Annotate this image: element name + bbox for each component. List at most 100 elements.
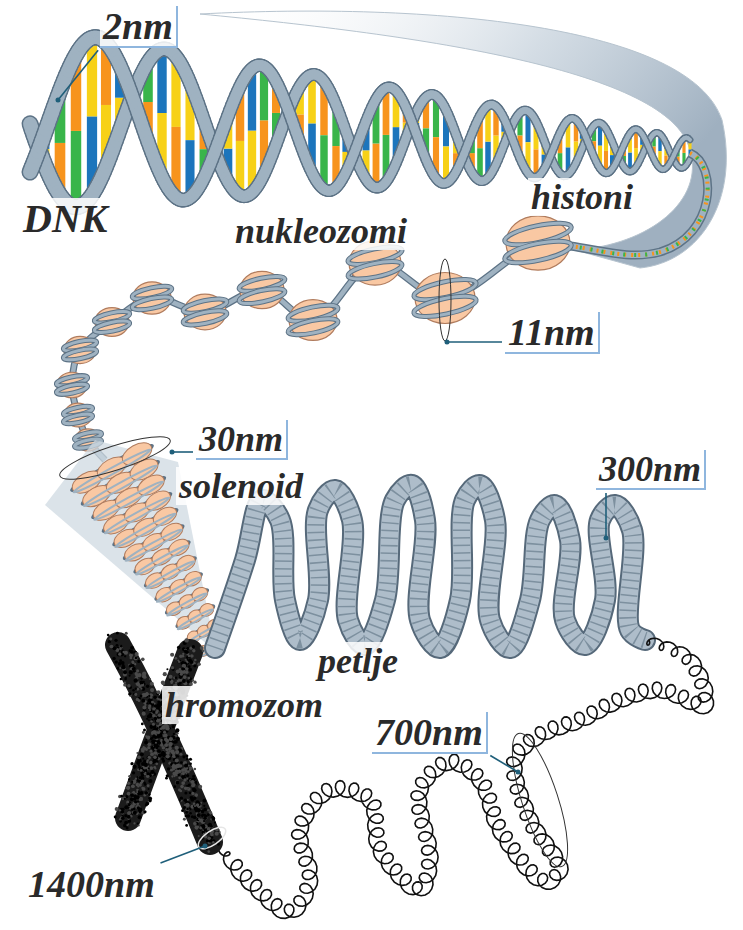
measure-ring bbox=[56, 429, 174, 488]
chromosome bbox=[194, 768, 197, 771]
chromosome bbox=[189, 758, 192, 761]
chromosome bbox=[120, 678, 123, 681]
chromosome bbox=[112, 657, 115, 660]
chromosome bbox=[192, 775, 195, 778]
chromosome bbox=[163, 731, 166, 734]
chromosome bbox=[176, 781, 180, 785]
nucleosome bbox=[287, 315, 339, 338]
chromosome bbox=[203, 799, 207, 803]
chromosome bbox=[124, 681, 126, 683]
nucleosome bbox=[412, 273, 477, 324]
chromosome bbox=[118, 662, 122, 666]
nucleosome bbox=[238, 286, 286, 307]
chromosome bbox=[128, 692, 131, 695]
chromosome bbox=[211, 836, 213, 838]
base-pairs bbox=[433, 137, 439, 178]
chromosome bbox=[187, 787, 191, 791]
chromosome bbox=[142, 712, 146, 716]
base-pairs bbox=[308, 124, 316, 173]
chromosome bbox=[135, 688, 137, 690]
chromosome bbox=[124, 678, 127, 681]
chromosome bbox=[184, 815, 186, 817]
chromosome bbox=[141, 699, 145, 703]
nucleosome bbox=[287, 315, 339, 338]
coiled-fiber bbox=[215, 638, 713, 918]
chromosome bbox=[119, 667, 121, 669]
chromosome bbox=[182, 773, 186, 777]
chromosome bbox=[128, 652, 190, 818]
base-pairs bbox=[236, 87, 244, 141]
chromosome bbox=[142, 706, 146, 710]
chromosome bbox=[137, 660, 140, 663]
chromosome bbox=[164, 738, 166, 740]
chromosome bbox=[196, 814, 200, 818]
chromosome bbox=[123, 683, 126, 686]
nucleosome bbox=[93, 319, 130, 335]
base-pairs bbox=[55, 143, 66, 195]
chromosome bbox=[173, 785, 176, 788]
chromosome bbox=[183, 778, 186, 781]
chromosome bbox=[117, 652, 121, 656]
chromosome bbox=[150, 682, 154, 686]
chromosome bbox=[186, 778, 188, 780]
nucleosome bbox=[182, 294, 228, 330]
chromosome bbox=[141, 687, 145, 691]
chromosome bbox=[131, 661, 134, 664]
nucleosome-fiber bbox=[72, 242, 570, 460]
chromosome bbox=[188, 764, 190, 766]
chromosome bbox=[118, 645, 210, 842]
nucleosome bbox=[63, 347, 98, 362]
chromosome bbox=[132, 662, 135, 665]
base-pairs bbox=[248, 69, 256, 131]
chromosome bbox=[185, 811, 188, 814]
chromosome bbox=[181, 809, 184, 812]
base-pairs bbox=[71, 131, 81, 207]
chromosome bbox=[211, 817, 215, 821]
nucleosome bbox=[182, 308, 228, 328]
nucleosome bbox=[412, 292, 477, 320]
chromosome bbox=[212, 839, 216, 843]
base-pairs bbox=[320, 135, 327, 189]
nucleosome-fiber bbox=[56, 216, 573, 460]
chromosome bbox=[151, 694, 153, 696]
chromosome bbox=[133, 667, 136, 670]
measure-ring bbox=[501, 728, 579, 872]
helix-swoosh bbox=[200, 11, 726, 268]
chromosome bbox=[185, 815, 187, 817]
chromosome bbox=[186, 774, 189, 777]
chromosome bbox=[135, 693, 137, 695]
chromosome bbox=[189, 792, 192, 795]
chromosome bbox=[190, 797, 193, 800]
chromosome bbox=[180, 796, 183, 799]
base-pairs bbox=[525, 142, 530, 173]
nucleosome bbox=[503, 216, 573, 270]
chromosome bbox=[187, 799, 189, 801]
chromosome bbox=[188, 783, 191, 786]
chromosome bbox=[196, 802, 200, 806]
chromosome bbox=[180, 761, 183, 764]
chromosome bbox=[128, 652, 190, 818]
chromosome bbox=[177, 774, 180, 777]
chromosome bbox=[130, 646, 134, 650]
chromosome bbox=[181, 776, 183, 778]
chromosome bbox=[193, 805, 196, 808]
chromosome bbox=[181, 768, 185, 772]
nucleosome bbox=[63, 403, 94, 427]
chromosome bbox=[186, 758, 188, 760]
chromosome bbox=[178, 776, 181, 779]
chromosome bbox=[121, 650, 124, 653]
chromosome bbox=[140, 688, 142, 690]
chromosome bbox=[181, 772, 184, 775]
base-pairs bbox=[157, 113, 166, 177]
chromosome bbox=[183, 818, 186, 821]
chromosome bbox=[178, 788, 181, 791]
chromosome bbox=[191, 792, 194, 795]
chromosome bbox=[195, 808, 198, 811]
chromosome bbox=[207, 809, 210, 812]
chromosome bbox=[182, 755, 185, 758]
base-pairs bbox=[71, 55, 81, 131]
chromosome bbox=[187, 787, 189, 789]
chromosome bbox=[175, 780, 179, 784]
dna-strand bbox=[30, 37, 690, 200]
